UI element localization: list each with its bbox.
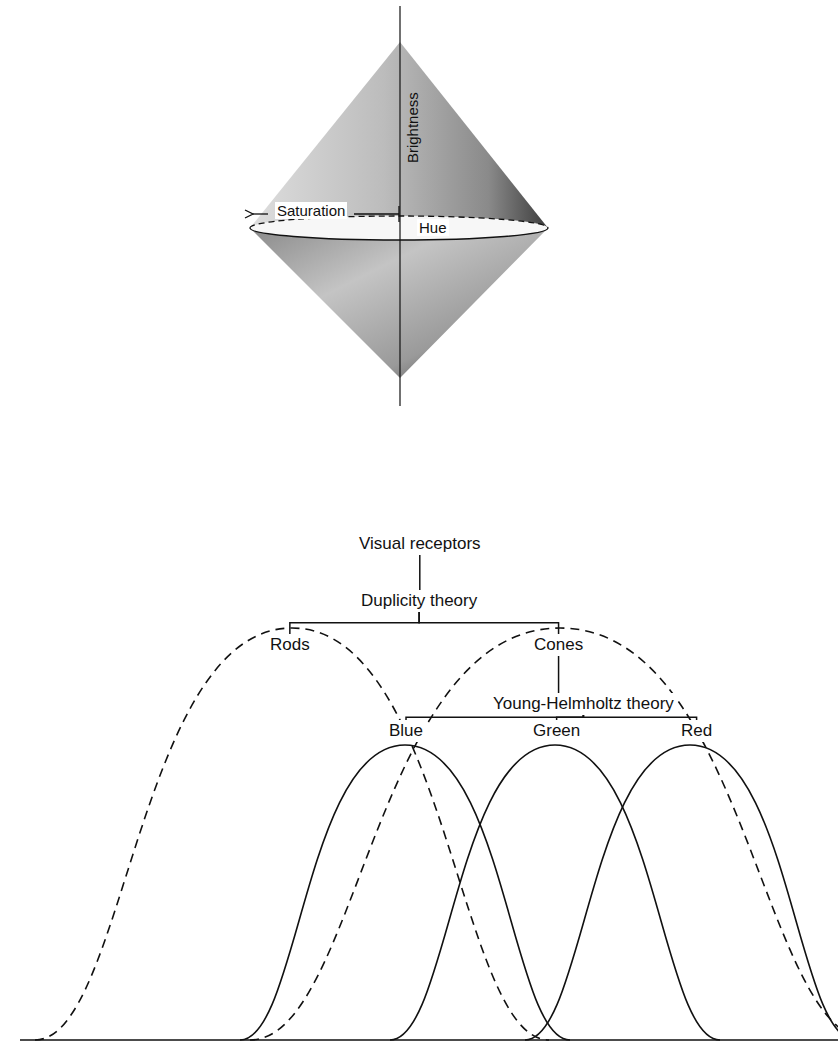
receptor-label: Rods bbox=[267, 634, 313, 656]
green-cone-curve bbox=[390, 745, 720, 1040]
axis-label: Hue bbox=[417, 219, 449, 236]
theory-label: Young-Helmholtz theory bbox=[490, 693, 677, 715]
receptor-label: Cones bbox=[531, 634, 586, 656]
node-text: Cones bbox=[534, 635, 583, 655]
red-cone-curve bbox=[525, 745, 838, 1040]
cone-type-label: Green bbox=[530, 720, 583, 742]
cone-sensitivity-curve bbox=[250, 628, 838, 1040]
saturation-tick bbox=[398, 206, 399, 222]
rod-sensitivity-curve bbox=[35, 628, 549, 1040]
lower-cone bbox=[250, 228, 548, 378]
axis-label: Saturation bbox=[275, 202, 347, 219]
brightness-axis bbox=[399, 6, 400, 406]
node-text: Red bbox=[681, 721, 712, 741]
blue-cone-curve bbox=[240, 745, 570, 1040]
tree-connector bbox=[290, 612, 419, 634]
tree-connector bbox=[419, 555, 421, 590]
saturation-arrow bbox=[253, 213, 268, 214]
node-text: Duplicity theory bbox=[361, 591, 477, 611]
node-text: Green bbox=[533, 721, 580, 741]
node-text: Young-Helmholtz theory bbox=[493, 694, 674, 714]
node-text: Rods bbox=[270, 635, 310, 655]
node-text: Blue bbox=[389, 721, 423, 741]
theory-label: Duplicity theory bbox=[358, 590, 480, 612]
cone-type-label: Blue bbox=[386, 720, 426, 742]
tree-connector bbox=[558, 656, 560, 693]
saturation-line bbox=[354, 213, 399, 214]
cone-type-label: Red bbox=[678, 720, 715, 742]
upper-cone bbox=[250, 42, 548, 240]
disc-front-edge bbox=[250, 228, 548, 240]
node-text: Visual receptors bbox=[359, 534, 481, 554]
axis-label: Brightness bbox=[404, 90, 421, 165]
tree-connector bbox=[419, 612, 558, 634]
root-label: Visual receptors bbox=[356, 533, 484, 555]
